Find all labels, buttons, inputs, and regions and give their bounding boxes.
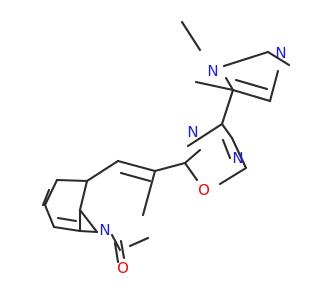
atom-n-imidazole-methyl: N bbox=[207, 62, 218, 80]
atom-n-oxadiazole-2: N bbox=[187, 123, 198, 141]
bond-18 bbox=[119, 171, 152, 183]
bond-29 bbox=[52, 225, 82, 233]
bond-13 bbox=[221, 138, 232, 160]
bond-4 bbox=[268, 69, 280, 103]
bond-0 bbox=[180, 20, 202, 52]
atom-o-oxadiazole-1: O bbox=[198, 181, 210, 199]
atom-n-imidazole-3: N bbox=[275, 44, 286, 62]
bond-15 bbox=[183, 161, 199, 182]
bond-26 bbox=[43, 178, 59, 207]
bond-lines bbox=[41, 20, 291, 264]
bond-20 bbox=[78, 179, 89, 212]
bond-12 bbox=[230, 136, 248, 170]
bond-11 bbox=[218, 166, 248, 186]
bond-8 bbox=[220, 88, 235, 126]
bond-28 bbox=[43, 203, 56, 229]
bond-5 bbox=[231, 88, 272, 103]
bond-17 bbox=[116, 159, 157, 173]
bond-1 bbox=[224, 76, 235, 92]
bond-25 bbox=[55, 178, 89, 183]
atom-labels: N N N N O N O bbox=[99, 44, 286, 277]
bond-21 bbox=[78, 208, 99, 234]
atom-n-isoquinolinone: N bbox=[99, 221, 110, 239]
bond-14 bbox=[220, 122, 234, 140]
bond-23 bbox=[128, 236, 150, 248]
bond-9 bbox=[186, 122, 224, 148]
bond-7 bbox=[194, 80, 235, 92]
bond-33 bbox=[113, 241, 120, 264]
bond-16 bbox=[153, 161, 187, 173]
atom-o-carbonyl: O bbox=[117, 259, 129, 277]
atom-n-oxadiazole-4: N bbox=[232, 149, 243, 167]
bond-19 bbox=[85, 159, 120, 183]
bond-24 bbox=[141, 169, 157, 217]
bond-31 bbox=[78, 229, 99, 234]
bond-10 bbox=[183, 148, 202, 165]
bond-34 bbox=[119, 239, 126, 260]
bond-22 bbox=[110, 233, 122, 252]
molecule-diagram: N N N N O N O bbox=[41, 20, 291, 277]
bond-6 bbox=[234, 78, 269, 91]
bond-30 bbox=[56, 216, 78, 223]
bond-3 bbox=[266, 50, 291, 67]
bond-2 bbox=[222, 50, 270, 68]
bond-27 bbox=[41, 188, 51, 207]
